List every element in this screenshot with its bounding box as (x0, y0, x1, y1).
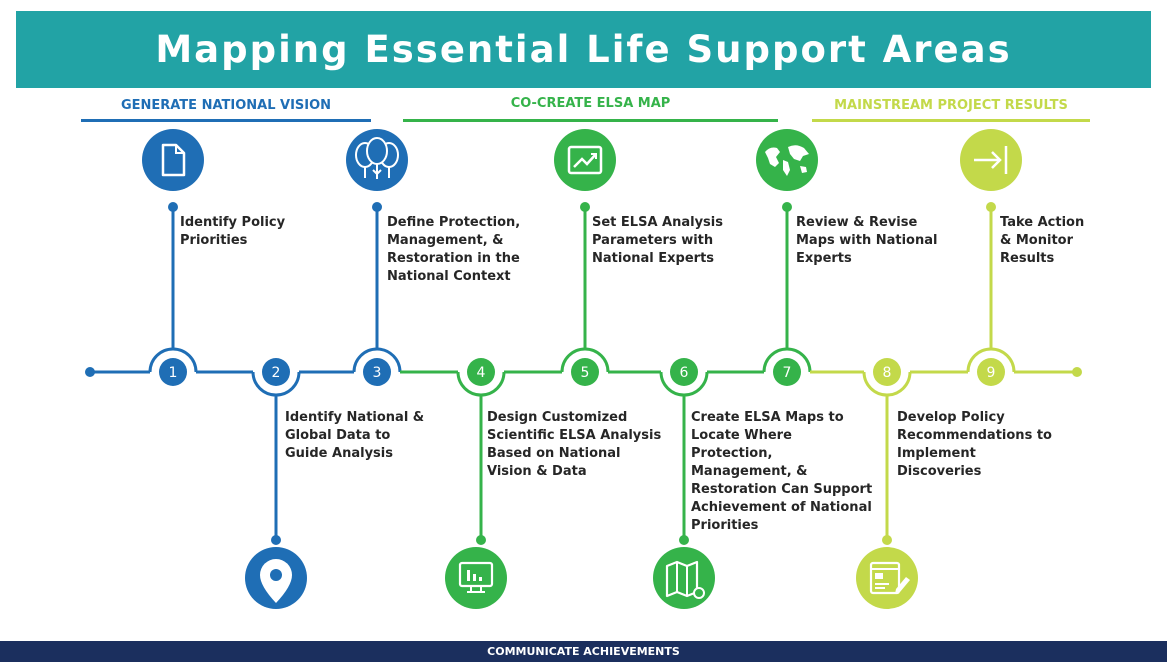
step-markers: 1 2 3 4 5 6 7 8 9 (159, 358, 1005, 386)
trees-icon (346, 129, 408, 191)
timeline-arc (862, 371, 912, 397)
step-3-marker (363, 358, 391, 386)
timeline-arc (148, 347, 198, 373)
step-icons (142, 129, 1022, 609)
phase-underline-mainstream-results (812, 119, 1090, 122)
step-6-number: 6 (680, 365, 689, 381)
step-7-number: 7 (783, 365, 792, 381)
connector-dot (271, 535, 281, 545)
connector-dot (986, 202, 996, 212)
step-6-marker (670, 358, 698, 386)
step-4-marker (467, 358, 495, 386)
page-title: Mapping Essential Life Support Areas (155, 28, 1012, 71)
timeline-arc (659, 371, 709, 397)
timeline-arc (456, 371, 506, 397)
report-pencil-icon (856, 547, 918, 609)
step-4-number: 4 (477, 365, 486, 381)
step-5-number: 5 (581, 365, 590, 381)
step-1-marker (159, 358, 187, 386)
line-chart-icon (554, 129, 616, 191)
step-connectors (168, 202, 996, 545)
step-4-description: Design Customized Scientific ELSA Analys… (487, 410, 662, 479)
timeline-arc (352, 347, 402, 373)
step-7-description: Review & Revise Maps with National Exper… (796, 215, 938, 266)
step-5-marker (571, 358, 599, 386)
connector-dot (580, 202, 590, 212)
step-9-marker (977, 358, 1005, 386)
folded-map-icon (653, 547, 715, 609)
connector-dot (476, 535, 486, 545)
step-2-description: Identify National & Global Data to Guide… (285, 410, 425, 461)
timeline-arc (560, 347, 610, 373)
step-7-marker (773, 358, 801, 386)
step-3-description: Define Protection, Management, & Restora… (387, 215, 521, 284)
phase-underline-generate-vision (81, 119, 371, 122)
timeline (85, 347, 1082, 397)
arrow-bar-icon (960, 129, 1022, 191)
document-icon (142, 129, 204, 191)
timeline-arc (251, 371, 301, 397)
phase-label-generate-vision: GENERATE NATIONAL VISION (120, 98, 332, 113)
step-3-number: 3 (373, 365, 382, 381)
step-5-description: Set ELSA Analysis Parameters with Nation… (592, 215, 723, 266)
monitor-chart-icon (445, 547, 507, 609)
phase-underline-co-create-map (403, 119, 778, 122)
step-8-description: Develop Policy Recommendations to Implem… (897, 410, 1052, 479)
step-1-number: 1 (169, 365, 178, 381)
connector-dot (372, 202, 382, 212)
step-6-description: Create ELSA Maps to Locate Where Protect… (691, 410, 873, 533)
connector-dot (168, 202, 178, 212)
step-9-description: Take Action & Monitor Results (1000, 215, 1085, 266)
step-2-marker (262, 358, 290, 386)
footer-banner: COMMUNICATE ACHIEVEMENTS (0, 641, 1167, 662)
phase-label-co-create-map: CO-CREATE ELSA MAP (510, 96, 671, 111)
title-banner: Mapping Essential Life Support Areas (16, 11, 1151, 88)
step-9-number: 9 (987, 365, 996, 381)
timeline-arc (966, 347, 1016, 373)
step-8-marker (873, 358, 901, 386)
phase-label-mainstream-results: MAINSTREAM PROJECT RESULTS (834, 98, 1068, 113)
timeline-end-dot (1072, 367, 1082, 377)
connector-dot (882, 535, 892, 545)
location-pin-icon (245, 547, 307, 609)
connector-dot (782, 202, 792, 212)
timeline-arc (762, 347, 812, 373)
step-8-number: 8 (883, 365, 892, 381)
step-1-description: Identify Policy Priorities (180, 215, 286, 248)
connector-dot (679, 535, 689, 545)
step-2-number: 2 (272, 365, 281, 381)
world-map-icon (756, 129, 818, 191)
